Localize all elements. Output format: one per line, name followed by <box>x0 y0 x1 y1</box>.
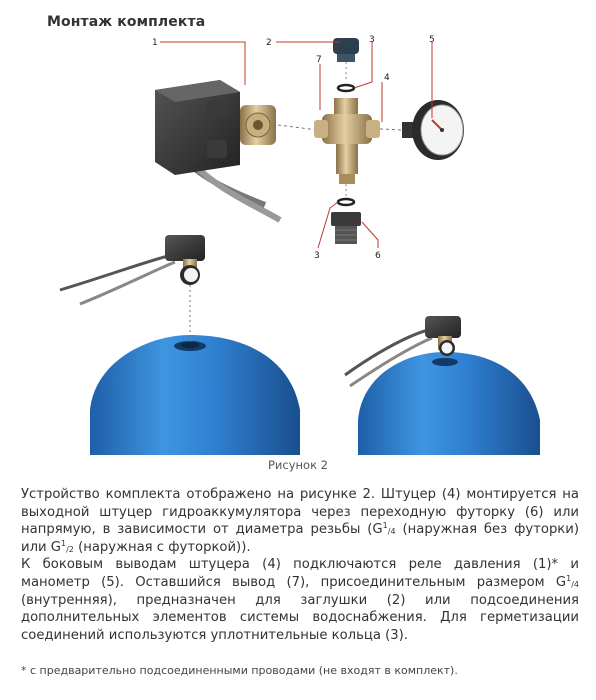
callout-4: 4 <box>384 73 390 83</box>
relay-assembled-left <box>59 235 205 306</box>
page-title: Монтаж комплекта <box>47 14 206 30</box>
tank-left <box>90 335 300 455</box>
fitting-body <box>314 98 380 184</box>
callout-1: 1 <box>152 38 158 48</box>
callout-2: 2 <box>266 38 272 48</box>
figure-caption: Рисунок 2 <box>267 458 328 472</box>
callout-6: 6 <box>375 251 381 261</box>
tank-right <box>358 352 540 455</box>
assembly-figure: 1 2 3 4 5 7 3 6 <box>59 35 540 455</box>
description-text: Устройство комплекта отображено на рисун… <box>21 486 579 644</box>
relay-assembled-right <box>344 316 461 388</box>
pressure-gauge <box>402 100 464 160</box>
callout-3-top: 3 <box>369 35 375 45</box>
paragraph-2: К боковым выводам штуцера (4) подключают… <box>21 557 579 643</box>
callout-5: 5 <box>429 35 435 45</box>
callout-7: 7 <box>316 55 322 65</box>
relay-exploded <box>155 80 282 223</box>
footnote: * с предварительно подсоединенными прово… <box>21 664 458 677</box>
adapter-nipple <box>331 212 361 244</box>
plug-cap <box>333 38 359 93</box>
paragraph-1: Устройство комплекта отображено на рисун… <box>21 487 579 555</box>
callout-3-bottom: 3 <box>314 251 320 261</box>
